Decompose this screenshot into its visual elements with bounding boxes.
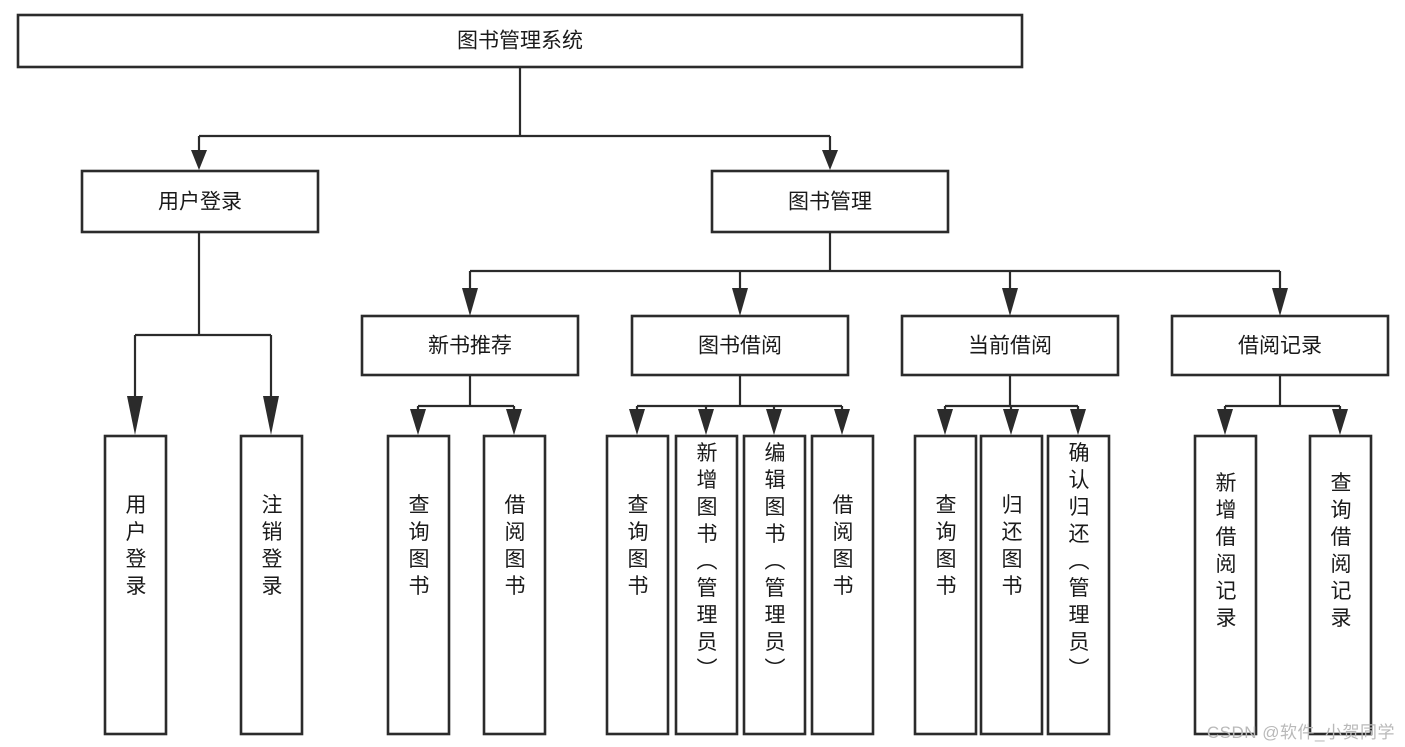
- arrow-head-book-borrow: [732, 288, 748, 316]
- node-leaf-add-borrow-record[interactable]: 新增借阅记录: [1193, 434, 1258, 736]
- node-leaf-return-book[interactable]: 归还图书: [979, 434, 1044, 736]
- node-root-box[interactable]: [16, 13, 1024, 69]
- node-new-book-recommend[interactable]: 新书推荐: [360, 314, 580, 377]
- node-leaf-query-book-3-box[interactable]: [913, 434, 978, 736]
- node-leaf-query-borrow-record-box[interactable]: [1308, 434, 1373, 736]
- node-leaf-borrow-book-1[interactable]: 借阅图书: [482, 434, 547, 736]
- node-user-login-label: 用户登录: [158, 191, 242, 214]
- node-book-borrow-label: 图书借阅: [698, 335, 782, 358]
- node-borrow-record-box[interactable]: [1170, 314, 1390, 377]
- node-leaf-return-book-box[interactable]: [979, 434, 1044, 736]
- connector-layer: [127, 67, 1348, 435]
- node-leaf-query-book-3-label: 查询图书: [936, 494, 957, 598]
- node-leaf-borrow-book-1-label: 借阅图书: [505, 494, 526, 598]
- node-current-borrow-label: 当前借阅: [968, 335, 1052, 358]
- node-leaf-add-borrow-record-box[interactable]: [1193, 434, 1258, 736]
- node-leaf-query-book-2-box[interactable]: [605, 434, 670, 736]
- arrow-head-leaf-add-borrow-record: [1217, 409, 1233, 435]
- arrow-head-leaf-logout-login: [263, 396, 279, 435]
- node-book-borrow[interactable]: 图书借阅: [630, 314, 850, 377]
- arrow-head-leaf-query-borrow-record: [1332, 409, 1348, 435]
- arrow-head-leaf-return-book: [1003, 409, 1019, 435]
- arrow-head-leaf-borrow-book-2: [834, 409, 850, 435]
- arrow-head-leaf-user-login: [127, 396, 143, 435]
- arrow-head-leaf-edit-book: [766, 409, 782, 435]
- node-book-borrow-box[interactable]: [630, 314, 850, 377]
- arrow-head-new-book-recommend: [462, 288, 478, 316]
- node-leaf-edit-book[interactable]: 编辑图书︵管理员︶: [742, 434, 807, 736]
- node-leaf-return-book-label: 归还图书: [1002, 494, 1023, 598]
- node-leaf-query-book-1-box[interactable]: [386, 434, 451, 736]
- node-leaf-user-login[interactable]: 用户登录: [103, 434, 168, 736]
- node-leaf-add-book-box[interactable]: [674, 434, 739, 736]
- node-current-borrow-box[interactable]: [900, 314, 1120, 377]
- node-leaf-user-login-label: 用户登录: [126, 494, 147, 598]
- node-leaf-borrow-book-2-label: 借阅图书: [833, 494, 854, 598]
- node-leaf-query-book-3[interactable]: 查询图书: [913, 434, 978, 736]
- arrow-head-leaf-query-book-3: [937, 409, 953, 435]
- node-new-book-recommend-box[interactable]: [360, 314, 580, 377]
- node-root[interactable]: 图书管理系统: [16, 13, 1024, 69]
- arrow-head-leaf-borrow-book-1: [506, 409, 522, 435]
- arrow-head-book-management: [822, 150, 838, 170]
- arrow-head-leaf-add-book: [698, 409, 714, 435]
- node-book-management[interactable]: 图书管理: [710, 169, 950, 234]
- node-user-login-box[interactable]: [80, 169, 320, 234]
- node-leaf-add-book-label: 新增图书︵管理员︶: [697, 442, 718, 681]
- node-leaf-logout-login[interactable]: 注销登录: [239, 434, 304, 736]
- node-leaf-query-book-1[interactable]: 查询图书: [386, 434, 451, 736]
- node-leaf-query-book-1-label: 查询图书: [409, 494, 430, 598]
- node-leaf-borrow-book-1-box[interactable]: [482, 434, 547, 736]
- node-leaf-edit-book-label: 编辑图书︵管理员︶: [765, 442, 786, 681]
- node-current-borrow[interactable]: 当前借阅: [900, 314, 1120, 377]
- node-leaf-query-book-2[interactable]: 查询图书: [605, 434, 670, 736]
- arrow-head-leaf-query-book-2: [629, 409, 645, 435]
- node-leaf-logout-login-label: 注销登录: [262, 494, 283, 598]
- node-leaf-add-book[interactable]: 新增图书︵管理员︶: [674, 434, 739, 736]
- node-borrow-record[interactable]: 借阅记录: [1170, 314, 1390, 377]
- node-leaf-add-borrow-record-label: 新增借阅记录: [1216, 472, 1237, 630]
- node-leaf-borrow-book-2-box[interactable]: [810, 434, 875, 736]
- node-new-book-recommend-label: 新书推荐: [428, 335, 512, 358]
- node-leaf-edit-book-box[interactable]: [742, 434, 807, 736]
- arrow-head-current-borrow: [1002, 288, 1018, 316]
- arrow-head-borrow-record: [1272, 288, 1288, 316]
- node-leaf-query-borrow-record[interactable]: 查询借阅记录: [1308, 434, 1373, 736]
- node-leaf-borrow-book-2[interactable]: 借阅图书: [810, 434, 875, 736]
- node-leaf-confirm-return[interactable]: 确认归还︵管理员︶: [1046, 434, 1111, 736]
- node-book-management-box[interactable]: [710, 169, 950, 234]
- node-leaf-user-login-box[interactable]: [103, 434, 168, 736]
- arrow-head-user-login: [191, 150, 207, 170]
- node-user-login[interactable]: 用户登录: [80, 169, 320, 234]
- node-borrow-record-label: 借阅记录: [1238, 335, 1322, 358]
- arrow-head-leaf-query-book-1: [410, 409, 426, 435]
- node-book-management-label: 图书管理: [788, 191, 872, 214]
- arrow-head-leaf-confirm-return: [1070, 409, 1086, 435]
- node-leaf-query-book-2-label: 查询图书: [628, 494, 649, 598]
- node-leaf-query-borrow-record-label: 查询借阅记录: [1331, 472, 1352, 630]
- csdn-watermark: CSDN @软件_小贺同学: [1206, 723, 1395, 742]
- node-leaf-confirm-return-label: 确认归还︵管理员︶: [1069, 442, 1090, 681]
- node-leaf-logout-login-box[interactable]: [239, 434, 304, 736]
- node-leaf-confirm-return-box[interactable]: [1046, 434, 1111, 736]
- node-root-label: 图书管理系统: [457, 30, 583, 53]
